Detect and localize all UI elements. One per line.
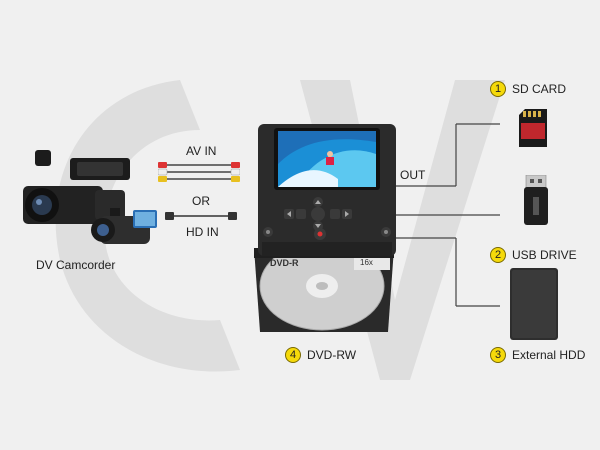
or-label: OR bbox=[192, 194, 210, 208]
disc-type-label: DVD-R bbox=[270, 258, 299, 268]
badge-dvd-rw: 4 bbox=[285, 347, 301, 363]
disc-speed-label: 16x bbox=[360, 258, 373, 267]
dvd-rw-label: DVD-RW bbox=[307, 348, 357, 362]
camcorder-image bbox=[23, 150, 157, 244]
hdmi-cable-icon bbox=[165, 212, 237, 220]
external-hdd-label: External HDD bbox=[512, 348, 586, 362]
video-capture-device bbox=[258, 124, 396, 256]
usb-drive-icon bbox=[524, 175, 548, 225]
badge-external-hdd: 3 bbox=[490, 347, 506, 363]
usb-drive-label: USB DRIVE bbox=[512, 248, 577, 262]
sd-card-label: SD CARD bbox=[512, 82, 567, 96]
camcorder-label: DV Camcorder bbox=[36, 258, 116, 272]
av-cable-icon bbox=[158, 162, 240, 182]
badge-sd-card: 1 bbox=[490, 81, 506, 97]
out-label: OUT bbox=[400, 168, 426, 182]
sd-card-icon bbox=[519, 109, 547, 147]
av-in-label: AV IN bbox=[186, 144, 217, 158]
external-hdd-icon bbox=[510, 268, 558, 340]
badge-usb-drive: 2 bbox=[490, 247, 506, 263]
hd-in-label: HD IN bbox=[186, 225, 219, 239]
